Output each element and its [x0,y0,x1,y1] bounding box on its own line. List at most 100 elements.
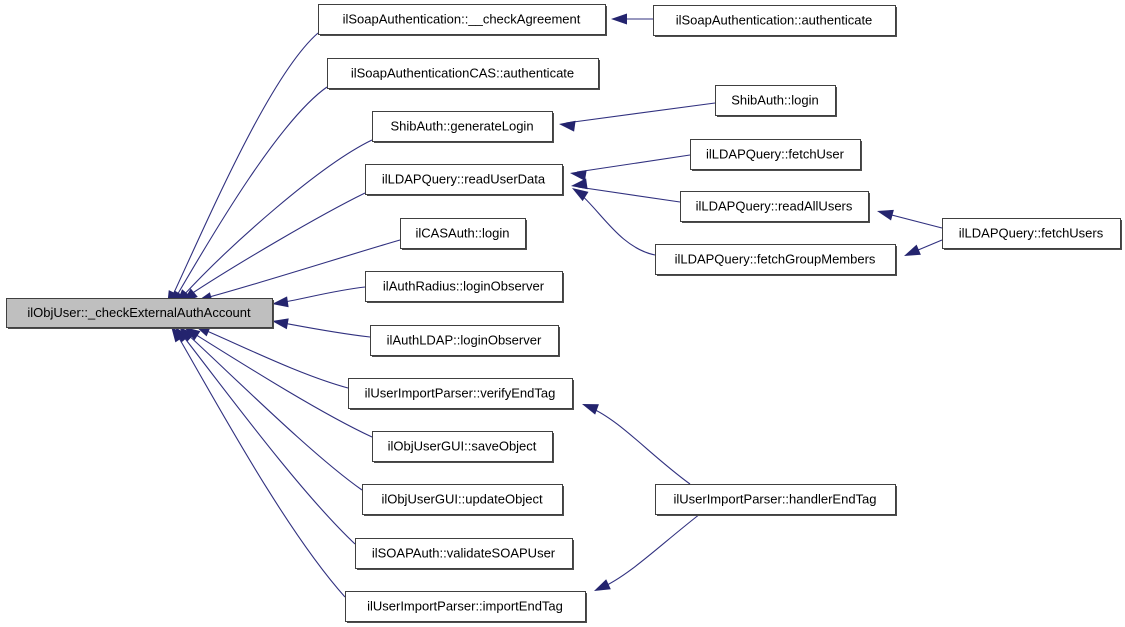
node-box[interactable] [715,85,836,116]
node-box[interactable] [655,484,896,515]
graph-node-auth_radius_login_observer[interactable]: ilAuthRadius::loginObserver [365,271,565,304]
edge-arrowhead [559,120,576,132]
graph-edge [611,13,653,25]
node-box[interactable] [318,4,606,35]
graph-edge [582,404,691,485]
node-box[interactable] [362,484,563,515]
edge-line [171,32,319,298]
edge-line [187,192,366,297]
graph-node-soapauth_validate_soap_user[interactable]: ilSOAPAuth::validateSOAPUser [355,538,575,571]
graph-node-ldap_read_all_users[interactable]: ilLDAPQuery::readAllUsers [680,191,871,224]
graph-node-objusergui_save_object[interactable]: ilObjUserGUI::saveObject [372,431,555,464]
graph-edge [877,209,943,229]
edge-line [175,86,328,298]
node-box[interactable] [680,191,869,222]
edge-line [883,212,943,229]
node-label: ilObjUser::_checkExternalAuthAccount [27,305,251,320]
edge-line [588,406,691,485]
graph-edge [171,86,328,307]
node-box[interactable] [365,271,563,302]
edge-line [181,139,373,298]
edges-layer [167,13,943,598]
node-box[interactable] [655,244,896,275]
graph-node-soap_authenticate[interactable]: ilSoapAuthentication::authenticate [653,5,898,38]
node-box[interactable] [355,538,573,569]
graph-edge [571,178,681,203]
node-label: ilSoapAuthentication::__checkAgreement [343,11,581,26]
node-label: ilUserImportParser::importEndTag [367,598,563,613]
node-label: ilLDAPQuery::fetchUsers [959,225,1104,240]
node-label: ilLDAPQuery::fetchGroupMembers [675,251,876,266]
node-label: ilLDAPQuery::readUserData [382,171,546,186]
node-label: ilUserImportParser::verifyEndTag [365,385,556,400]
edge-line [201,239,401,300]
node-box[interactable] [372,111,553,142]
edge-line [277,286,366,304]
node-label: ilLDAPQuery::fetchUser [706,146,845,161]
graph-node-auth_ldap_login_observer[interactable]: ilAuthLDAP::loginObserver [370,325,561,358]
graph-edge [272,286,366,308]
node-label: ilAuthLDAP::loginObserver [387,332,542,347]
node-label: ilObjUserGUI::updateObject [381,491,543,506]
graph-node-cas_login[interactable]: ilCASAuth::login [400,218,528,251]
graph-node-root[interactable]: ilObjUser::_checkExternalAuthAccount [6,298,275,330]
graph-node-ldap_fetch_users[interactable]: ilLDAPQuery::fetchUsers [942,218,1123,251]
edge-line [199,327,349,389]
edge-line [565,102,716,124]
node-label: ilCASAuth::login [416,225,510,240]
graph-edge [904,239,943,256]
node-box[interactable] [942,218,1121,249]
graph-node-shib_login[interactable]: ShibAuth::login [715,85,838,118]
graph-edge [167,32,319,307]
graph-edge [572,188,656,256]
node-box[interactable] [372,431,553,462]
node-box[interactable] [327,58,599,89]
node-label: ilSoapAuthenticationCAS::authenticate [351,65,574,80]
edge-arrowhead [571,178,588,190]
graph-node-soap_cas_authenticate[interactable]: ilSoapAuthenticationCAS::authenticate [327,58,601,91]
edge-arrowhead [877,209,894,221]
nodes-layer: ilObjUser::_checkExternalAuthAccount ilSo… [6,4,1123,624]
graph-node-import_verify_end_tag[interactable]: ilUserImportParser::verifyEndTag [348,378,575,411]
graph-edge [171,326,346,598]
node-label: ilLDAPQuery::readAllUsers [696,198,853,213]
edge-arrowhead [570,170,587,181]
graph-node-ldap_fetch_user[interactable]: ilLDAPQuery::fetchUser [690,139,863,172]
node-label: ilAuthRadius::loginObserver [383,278,545,293]
graph-node-objusergui_update_object[interactable]: ilObjUserGUI::updateObject [362,484,565,517]
graph-node-shib_generate_login[interactable]: ShibAuth::generateLogin [372,111,555,144]
graph-node-soap_check_agreement[interactable]: ilSoapAuthentication::__checkAgreement [318,4,608,37]
node-box[interactable] [370,325,559,356]
edge-line [189,330,373,438]
node-box[interactable] [400,218,526,249]
edge-arrowhead [272,318,289,330]
graph-node-ldap_fetch_group_members[interactable]: ilLDAPQuery::fetchGroupMembers [655,244,898,277]
edge-arrowhead [171,326,185,343]
graph-edge [175,327,356,545]
graph-node-ldap_read_user_data[interactable]: ilLDAPQuery::readUserData [365,164,565,197]
node-box[interactable] [6,298,273,328]
edge-arrowhead [572,188,589,202]
edge-line [576,154,691,173]
graph-node-import_handler_end_tag[interactable]: ilUserImportParser::handlerEndTag [655,484,898,517]
graph-edge [182,192,366,303]
node-label: ShibAuth::generateLogin [390,118,533,133]
node-box[interactable] [690,139,861,170]
edge-line [577,191,656,256]
graph-edge [570,154,691,181]
graph-edge [184,327,373,438]
graph-edge [559,102,716,132]
node-box[interactable] [653,5,896,36]
node-box[interactable] [345,591,586,622]
graph-node-import_import_end_tag[interactable]: ilUserImportParser::importEndTag [345,591,588,624]
edge-line [600,513,701,589]
edge-line [179,331,356,545]
edge-line [174,330,346,598]
edge-line [577,186,681,203]
edge-line [184,331,363,491]
node-box[interactable] [348,378,573,409]
node-box[interactable] [365,164,563,195]
graph-edge [594,513,701,591]
